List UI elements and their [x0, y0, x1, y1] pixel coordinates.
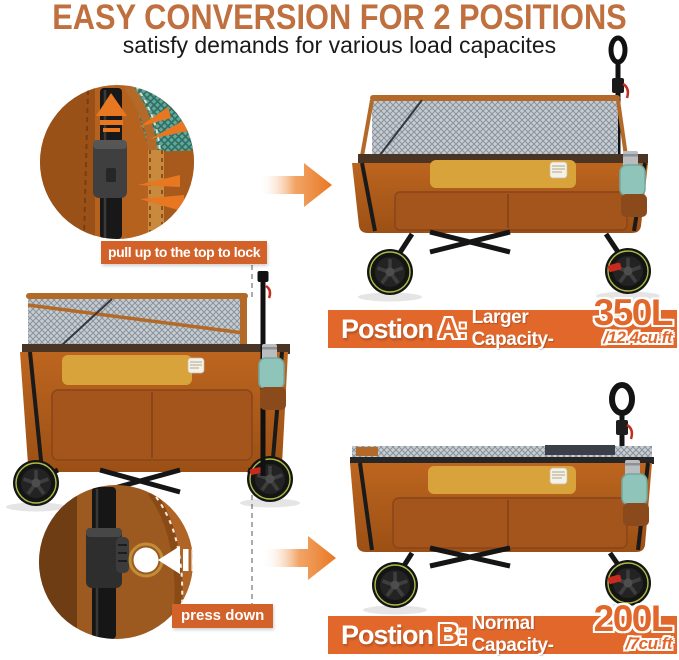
position-b-liters: 200L: [593, 598, 674, 640]
position-b-description: Normal Capacity-: [471, 613, 554, 656]
position-a-description: Larger Capacity-: [471, 307, 554, 350]
inset-pull-lock-photo: [40, 85, 194, 239]
pull-up-arrow-icon: [96, 93, 127, 132]
position-a-banner: Postion A: Larger Capacity- 350L /12.4cu…: [328, 294, 677, 350]
arrow-right-bottom-icon: [262, 536, 336, 580]
button-highlight-circle: [128, 542, 164, 578]
position-a-volume: 350L /12.4cu.ft: [593, 292, 674, 347]
pointer-wedge-icons: [138, 107, 188, 212]
wagon-photo-left: [6, 271, 300, 512]
wagon-photo-position-b: [350, 382, 660, 615]
position-a-prefix: Postion: [341, 313, 434, 344]
position-b-cubic-feet: /7cu.ft: [625, 633, 672, 653]
press-arrow-icon: [158, 546, 193, 574]
position-a-liters: 350L: [593, 292, 674, 334]
wagon-handle-folded: [609, 382, 635, 470]
brand-badge: [187, 357, 205, 374]
arrow-right-top-icon: [258, 163, 332, 207]
position-b-volume: 200L /7cu.ft: [593, 598, 674, 653]
page-subtitle: satisfy demands for various load capacit…: [122, 32, 557, 58]
position-b-banner: Postion B: Normal Capacity- 200L /7cu.ft: [328, 600, 677, 656]
position-a-cubic-feet: /12.4cu.ft: [603, 327, 672, 347]
callout-pull-up-to-lock: pull up to the top to lock: [101, 241, 268, 264]
position-b-letter: B:: [438, 618, 468, 651]
brand-badge: [549, 467, 568, 485]
brand-badge: [549, 161, 568, 179]
position-b-prefix: Postion: [341, 619, 434, 650]
position-a-letter: A:: [438, 312, 468, 345]
callout-press-down: press down: [172, 604, 274, 628]
wagon-photo-position-a: [352, 35, 660, 302]
page-title: EASY CONVERSION FOR 2 POSITIONS: [52, 0, 627, 37]
